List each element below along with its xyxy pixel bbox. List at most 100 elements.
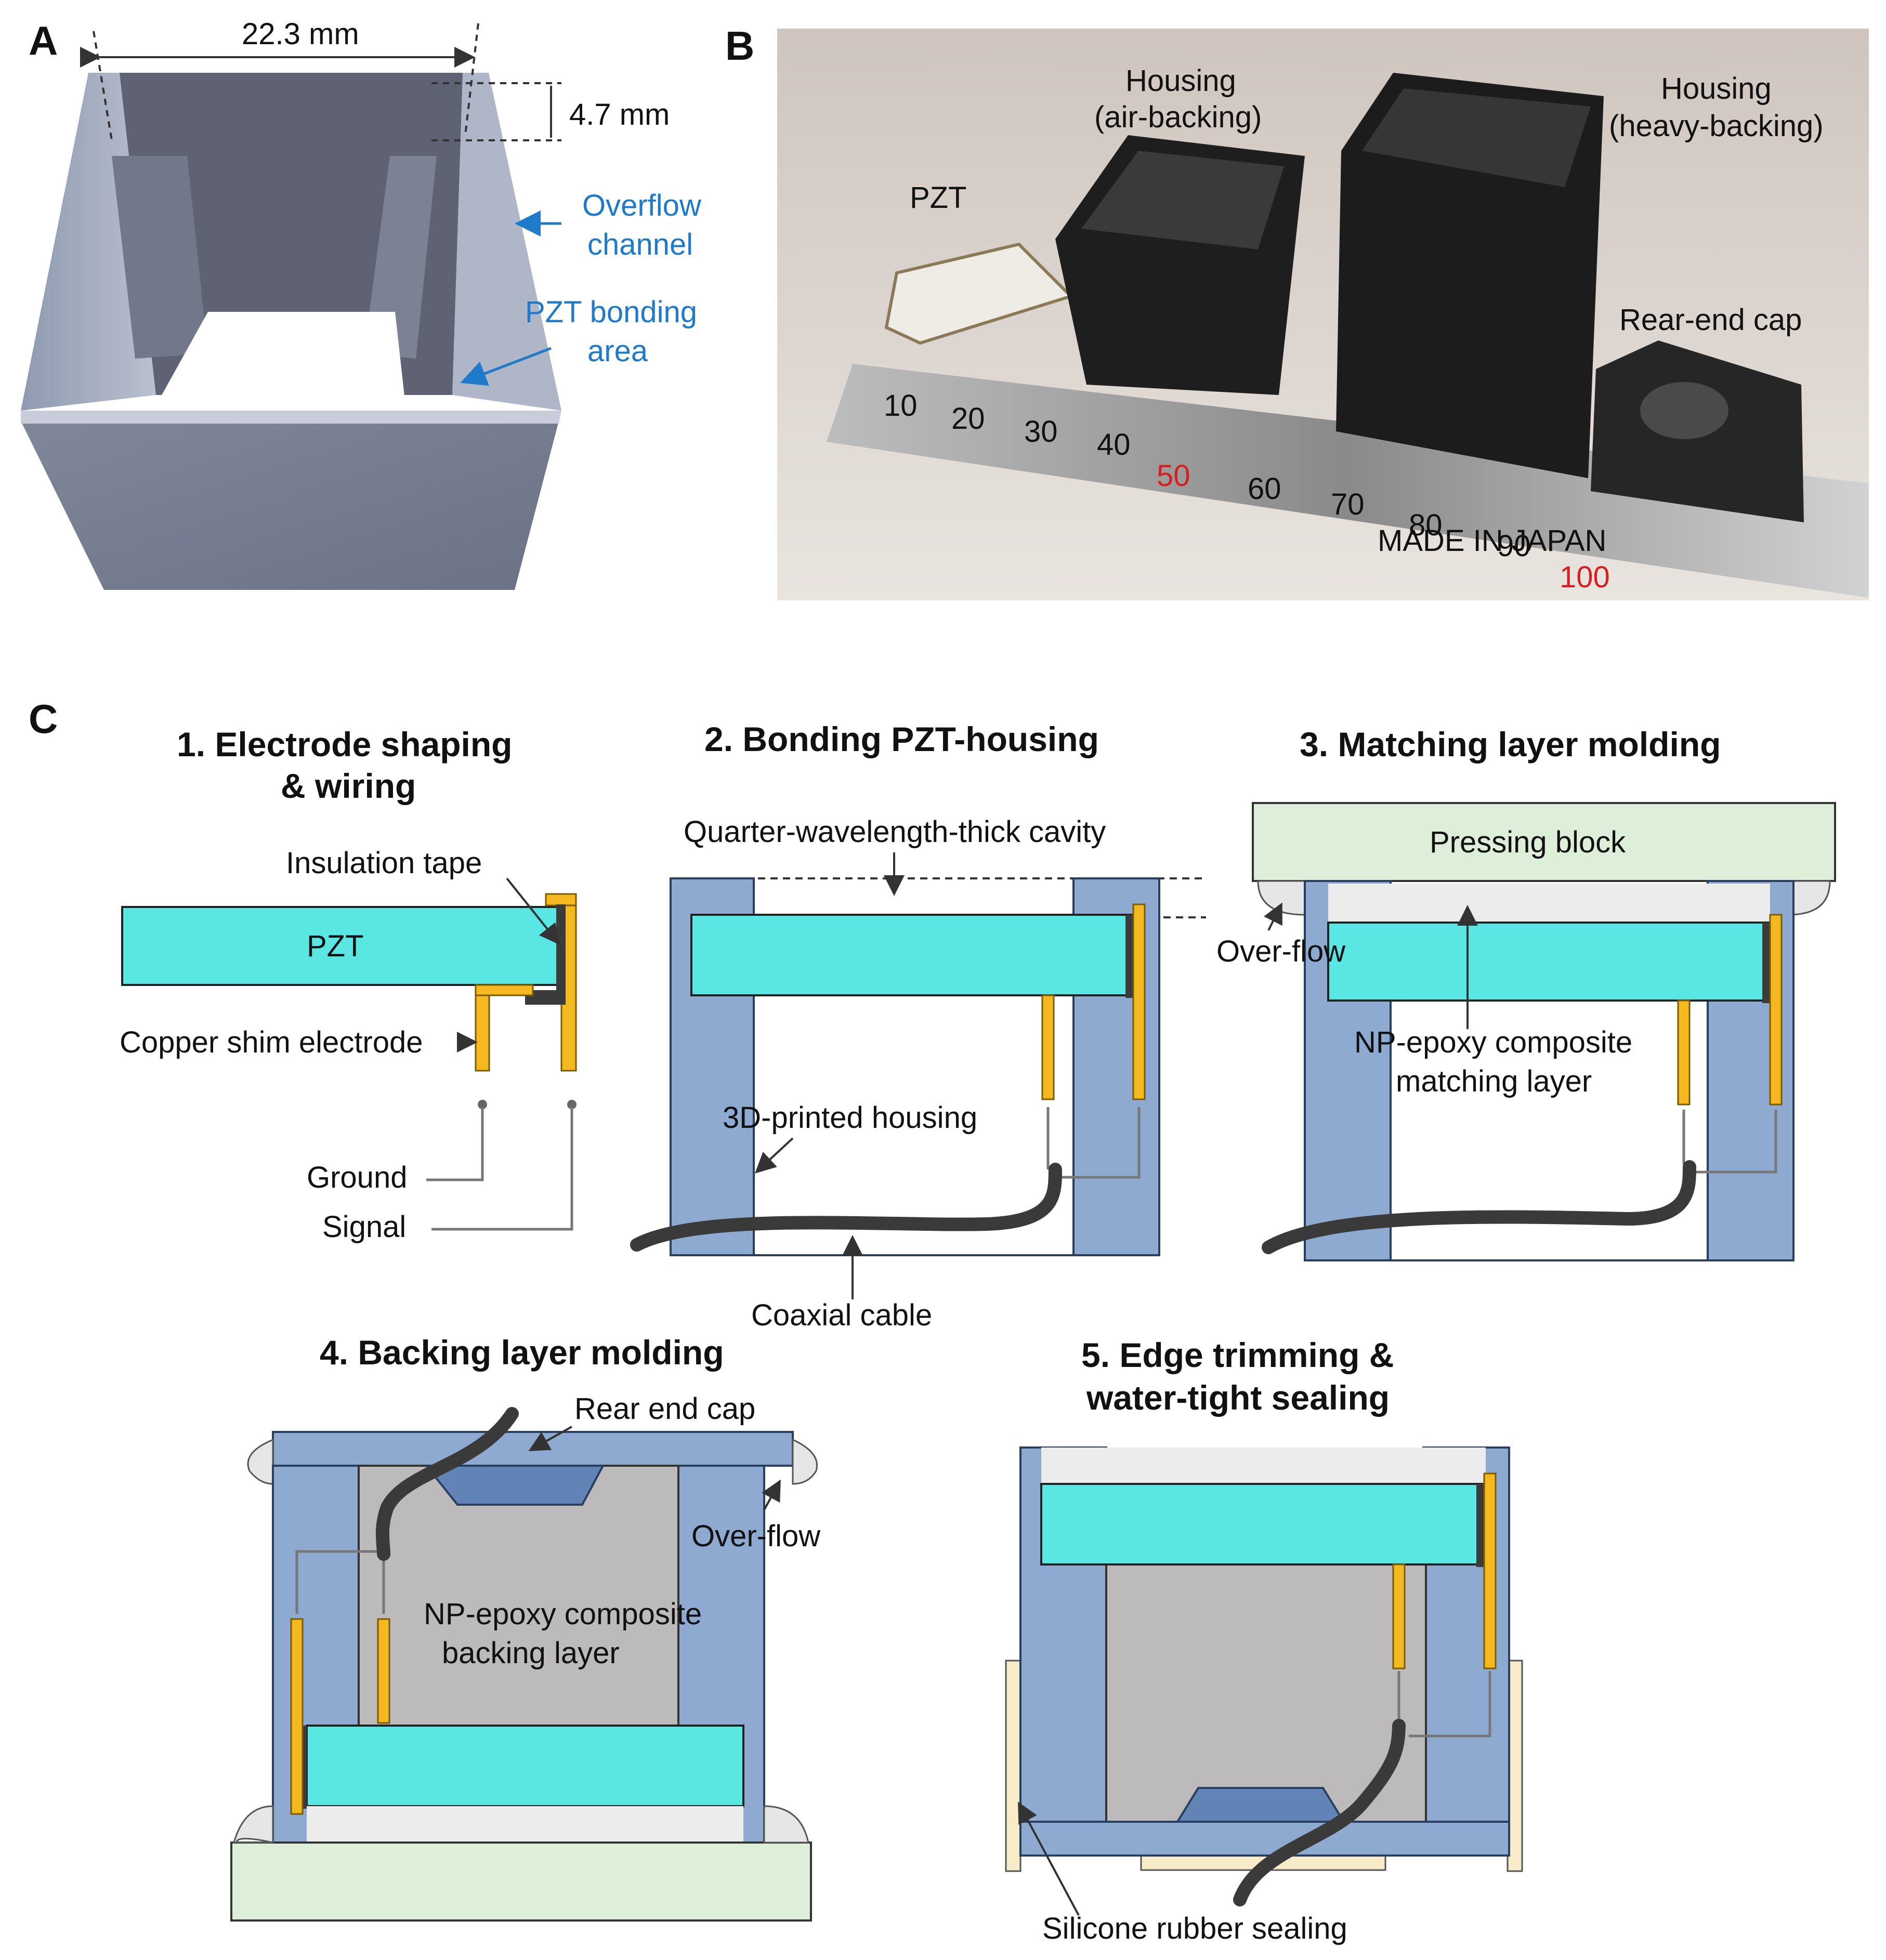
- step-2-coax-cable: [630, 1163, 1062, 1252]
- ruler: [827, 364, 1869, 598]
- bonding-pointer: [460, 347, 552, 386]
- photo-housing-heavy-inner: [1362, 88, 1591, 187]
- step-1-pzt-label: PZT: [307, 929, 364, 963]
- step-1-signal-wire: [431, 1107, 573, 1231]
- step-5-rear-cap-cone: [1175, 1787, 1346, 1823]
- bonding-label-line1: PZT bonding: [525, 295, 697, 329]
- step-1-insulation-label: Insulation tape: [286, 846, 482, 880]
- ruler-mark: 10: [884, 389, 918, 423]
- ruler-mark: 80: [1409, 508, 1443, 542]
- step-4-overflow-right-bottom: [763, 1805, 809, 1844]
- step-4-pzt: [306, 1725, 744, 1807]
- photo-housing-air-label-1: Housing: [1125, 64, 1236, 98]
- ruler-mark: 70: [1331, 488, 1365, 521]
- housing-render-opening: [156, 312, 405, 405]
- panel-a-letter: A: [29, 18, 58, 63]
- housing-render-left-pillar: [112, 156, 208, 359]
- overflow-label-line1: Overflow: [582, 189, 702, 222]
- ruler-mark: 40: [1097, 428, 1131, 462]
- step-2-housing-floor: [753, 992, 1075, 1256]
- step-2: 2. Bonding PZT-housing Quarter-wavelengt…: [630, 720, 1206, 1332]
- step-5-silicone-pointer: [1018, 1801, 1080, 1916]
- housing-render-top-rim: [21, 411, 561, 424]
- step-2-housing-label: 3D-printed housing: [723, 1101, 977, 1135]
- housing-render-right-pillar: [364, 156, 437, 359]
- photo-housing-air-inner: [1081, 151, 1284, 249]
- step-4-rear-cap-cone: [424, 1465, 605, 1506]
- step-4-backing-layer: [358, 1465, 679, 1727]
- step-5: 5. Edge trimming & water-tight sealing S…: [1005, 1336, 1523, 1945]
- dim-width-ext-left: [93, 31, 113, 141]
- step-3-wire-signal: [1695, 1110, 1777, 1174]
- step-1-ground-terminal: [478, 1100, 487, 1109]
- step-5-title-line1: 5. Edge trimming &: [1081, 1336, 1394, 1374]
- step-1-title-line1: 1. Electrode shaping: [177, 725, 513, 764]
- step-4-coax-cable: [375, 1407, 519, 1561]
- step-3-title: 3. Matching layer molding: [1300, 725, 1721, 764]
- step-3-pzt: [1327, 922, 1771, 1002]
- step-5-copper: [1483, 1472, 1497, 1669]
- photo-housing-heavy-label-1: Housing: [1661, 72, 1772, 106]
- ruler-marks: 10 20 30 40 50 60 70 80 90 100 MADE IN J…: [884, 389, 1610, 594]
- step-4-title: 4. Backing layer molding: [320, 1333, 724, 1372]
- bonding-label-line2: area: [587, 334, 648, 368]
- step-1-title-line2: & wiring: [281, 767, 416, 805]
- ruler-mark: 30: [1024, 415, 1058, 449]
- panel-c: C 1. Electrode shaping & wiring PZT Insu…: [29, 696, 1836, 1945]
- step-1-copper-label: Copper shim electrode: [120, 1025, 423, 1059]
- step-4-pressing-block: [230, 1841, 812, 1922]
- step-3-pressing-block-label: Pressing block: [1430, 825, 1626, 859]
- step-1-copper-ground-top: [475, 984, 534, 996]
- step-5-title-line2: water-tight sealing: [1086, 1378, 1390, 1417]
- housing-render-right-wall: [452, 73, 561, 411]
- step-4-copper: [290, 1618, 304, 1815]
- step-2-wire-signal: [1058, 1107, 1141, 1179]
- step-3: 3. Matching layer molding Pressing block…: [1216, 725, 1836, 1261]
- step-3-overflow-pointer: [1264, 902, 1282, 931]
- step-4-copper-ground: [377, 1618, 390, 1724]
- step-4-wire-signal: [295, 1550, 379, 1614]
- dim-width-ext-right: [464, 23, 479, 136]
- ruler-mark: 100: [1560, 560, 1610, 594]
- ruler-mark: 60: [1248, 472, 1281, 506]
- panel-a: A 22.3 mm 4.7 mm Overflow channel PZT bo…: [21, 17, 702, 590]
- ruler-mark: 90: [1497, 529, 1531, 563]
- step-1-signal-terminal: [567, 1100, 577, 1109]
- step-5-rear-cap-plate: [1019, 1821, 1510, 1857]
- step-2-pzt: [690, 914, 1134, 996]
- step-2-coax-label: Coaxial cable: [751, 1298, 932, 1332]
- step-1-signal-label: Signal: [322, 1210, 406, 1244]
- panel-b-letter: B: [725, 23, 754, 69]
- photo-housing-air-label-2: (air-backing): [1094, 100, 1262, 134]
- photo-pzt-label: PZT: [910, 181, 967, 215]
- housing-render-front-wall: [21, 421, 559, 590]
- step-1-copper-top: [545, 893, 577, 906]
- step-4: 4. Backing layer molding Rear end cap Ov…: [230, 1333, 821, 1922]
- step-4-rear-cap-label: Rear end cap: [574, 1392, 755, 1426]
- step-4-overflow-label: Over-flow: [691, 1519, 821, 1553]
- step-3-matching-label-1: NP-epoxy composite: [1354, 1025, 1632, 1059]
- step-2-cavity-label: Quarter-wavelength-thick cavity: [684, 815, 1106, 849]
- overflow-label-line2: channel: [587, 228, 693, 261]
- ruler-mark: 50: [1157, 459, 1190, 493]
- step-4-overflow-left-bottom: [233, 1805, 274, 1844]
- step-4-rear-cap-pointer: [528, 1426, 572, 1451]
- step-5-copper-ground: [1392, 1563, 1406, 1669]
- step-1: 1. Electrode shaping & wiring PZT Insula…: [120, 725, 577, 1244]
- ruler-mark: 20: [951, 402, 985, 436]
- step-5-coax-cable: [1233, 1719, 1406, 1906]
- step-4-overflow-right-top: [792, 1438, 818, 1485]
- step-4-backing-label-2: backing layer: [442, 1636, 620, 1670]
- step-2-copper: [1132, 903, 1146, 1100]
- step-3-pressing-block: [1252, 802, 1836, 882]
- step-3-copper: [1769, 914, 1783, 1106]
- step-5-silicone-label: Silicone rubber sealing: [1042, 1912, 1347, 1945]
- step-1-copper-ground: [475, 989, 490, 1072]
- step-4-overflow-pointer: [762, 1479, 781, 1510]
- ruler-maker-text: MADE IN JAPAN: [1378, 524, 1606, 558]
- photo-rear-cap-cone: [1640, 382, 1728, 439]
- step-5-wire-signal: [1409, 1671, 1491, 1738]
- step-3-copper-ground: [1677, 999, 1691, 1106]
- step-1-pzt: [121, 906, 565, 986]
